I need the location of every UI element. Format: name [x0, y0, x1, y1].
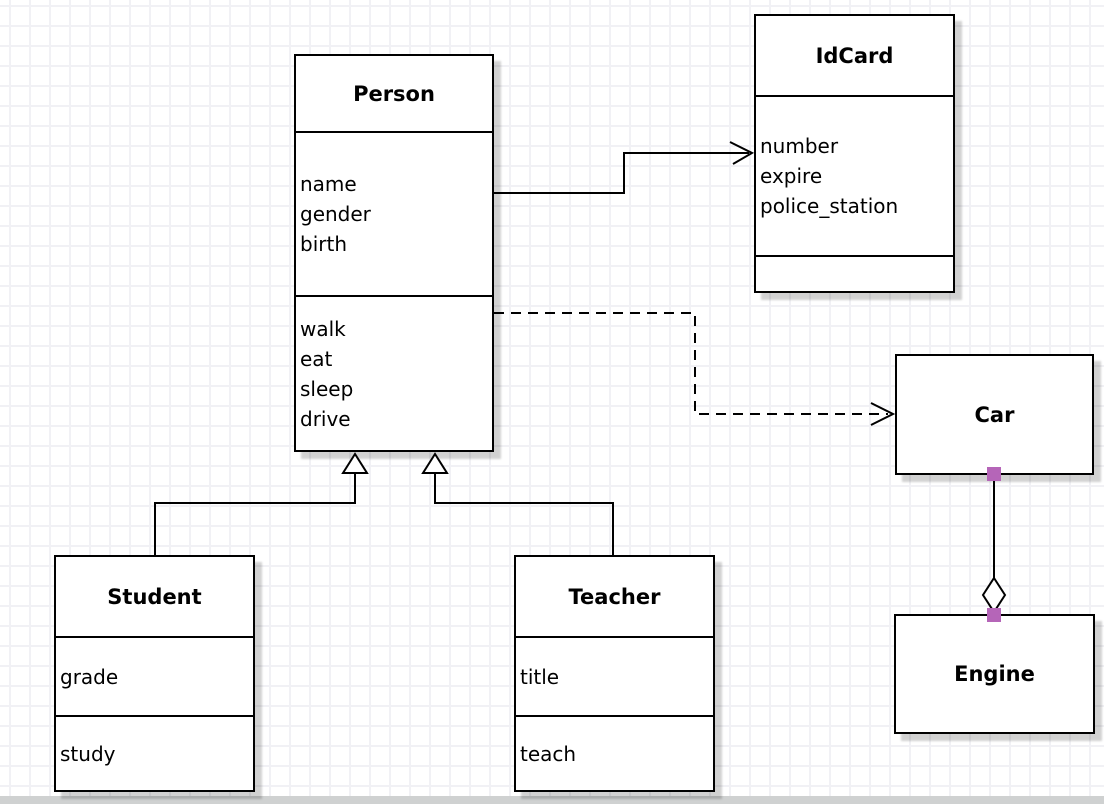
class-methods-person[interactable]: walk eat sleep drive [296, 295, 492, 450]
class-box-engine[interactable]: Engine [894, 614, 1095, 734]
class-attributes-person[interactable]: name gender birth [296, 131, 492, 295]
connector-aggregation-car-engine[interactable] [981, 467, 1007, 622]
class-attributes-idcard[interactable]: number expire police_station [756, 95, 953, 255]
class-box-student[interactable]: Student grade study [54, 555, 255, 792]
class-box-idcard[interactable]: IdCard number expire police_station [754, 14, 955, 293]
class-title-person: Person [353, 81, 435, 106]
hollow-triangle-icon [421, 452, 449, 474]
class-title-car: Car [974, 402, 1015, 427]
method: teach [520, 741, 577, 766]
connector-association-person-idcard[interactable] [494, 141, 755, 194]
class-title-idcard: IdCard [815, 43, 894, 68]
attribute: name [300, 172, 357, 196]
class-methods-student[interactable]: study [56, 715, 253, 790]
class-title-engine: Engine [954, 662, 1035, 686]
connector-generalization-teacher-person[interactable] [421, 452, 614, 555]
open-arrowhead-icon [870, 402, 896, 426]
connector-generalization-student-person[interactable] [154, 452, 369, 555]
hollow-diamond-icon [981, 576, 1007, 614]
class-attributes-student[interactable]: grade [56, 636, 253, 715]
method: walk [300, 316, 346, 341]
canvas-bottom-edge [0, 796, 1104, 804]
method: eat [300, 346, 333, 371]
class-title-teacher: Teacher [568, 584, 661, 609]
class-attributes-teacher[interactable]: title [516, 636, 713, 715]
method: drive [300, 406, 351, 431]
method: sleep [300, 376, 354, 401]
class-box-car[interactable]: Car [895, 354, 1094, 475]
attribute: police_station [760, 194, 899, 218]
attribute: title [520, 664, 560, 689]
attribute: grade [60, 664, 119, 689]
class-title-student: Student [107, 584, 202, 609]
connector-dependency-person-car[interactable] [494, 312, 896, 426]
class-box-teacher[interactable]: Teacher title teach [514, 555, 715, 792]
attribute: expire [760, 164, 823, 188]
attribute: birth [300, 232, 347, 256]
class-methods-teacher[interactable]: teach [516, 715, 713, 790]
attribute: number [760, 134, 839, 158]
class-box-person[interactable]: Person name gender birth walk eat sleep … [294, 54, 494, 452]
open-arrowhead-icon [729, 141, 755, 165]
class-methods-idcard[interactable] [756, 255, 953, 291]
method: study [60, 741, 116, 766]
hollow-triangle-icon [341, 452, 369, 474]
attribute: gender [300, 202, 371, 226]
